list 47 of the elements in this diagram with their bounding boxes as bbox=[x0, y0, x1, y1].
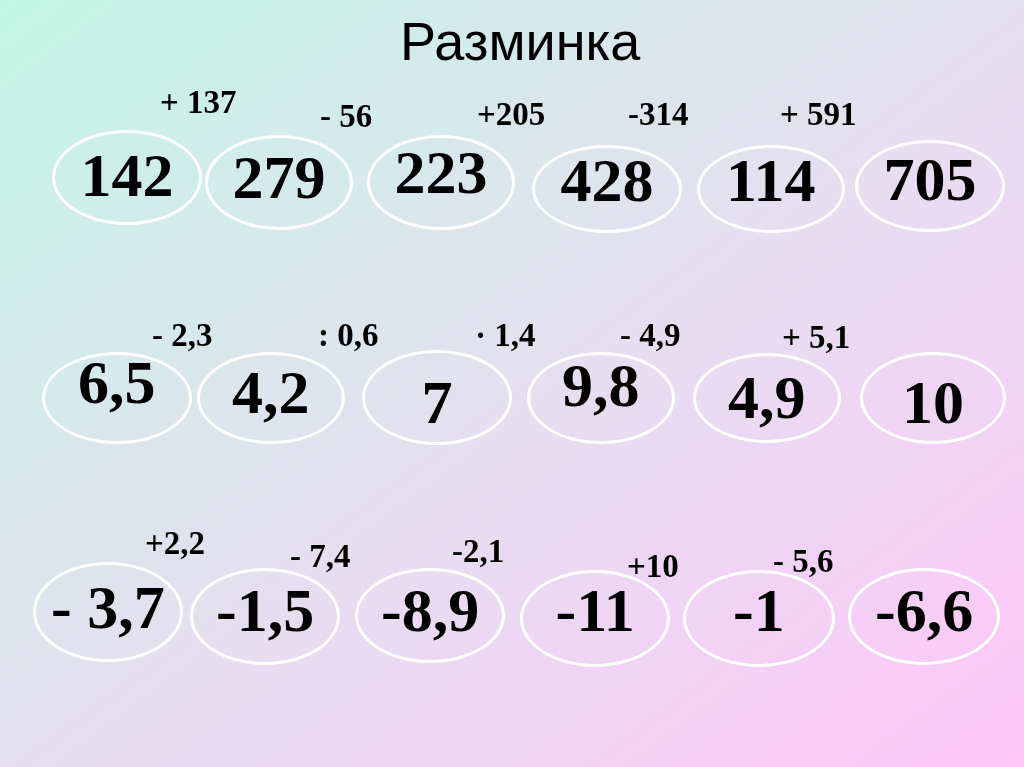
number: -1 bbox=[733, 579, 785, 641]
number: 10 bbox=[902, 371, 964, 433]
number: 4,9 bbox=[728, 366, 806, 428]
number-oval bbox=[860, 352, 1006, 444]
number: 9,8 bbox=[562, 354, 640, 416]
operation-label: - 4,9 bbox=[620, 319, 681, 352]
operation-label: : 0,6 bbox=[318, 319, 379, 352]
number: 114 bbox=[726, 149, 816, 211]
number-oval bbox=[197, 352, 345, 444]
number-oval bbox=[532, 145, 682, 233]
number-oval bbox=[848, 568, 1000, 665]
number: 705 bbox=[883, 148, 977, 210]
number-oval bbox=[355, 568, 505, 663]
operation-label: +205 bbox=[477, 98, 546, 131]
number-oval bbox=[33, 562, 183, 662]
number-oval bbox=[855, 140, 1005, 232]
operation-label: - 7,4 bbox=[290, 540, 351, 573]
number: -1,5 bbox=[216, 579, 315, 641]
number-oval bbox=[205, 135, 353, 230]
number: 6,5 bbox=[78, 351, 156, 413]
operation-label: · 1,4 bbox=[475, 319, 536, 352]
operation-label: -314 bbox=[628, 98, 689, 131]
number: -8,9 bbox=[381, 579, 480, 641]
number-oval bbox=[693, 353, 841, 443]
operation-label: - 5,6 bbox=[773, 545, 834, 578]
number-oval bbox=[42, 352, 192, 444]
number: -6,6 bbox=[875, 579, 974, 641]
operation-label: + 5,1 bbox=[782, 321, 851, 354]
number: 223 bbox=[394, 141, 488, 203]
number-oval bbox=[527, 352, 675, 444]
number: 7 bbox=[421, 371, 453, 433]
operation-label: - 56 bbox=[320, 100, 373, 133]
number-oval bbox=[697, 145, 845, 233]
number-oval bbox=[362, 350, 512, 445]
number: 142 bbox=[80, 144, 174, 206]
number-oval bbox=[367, 135, 515, 230]
operation-label: -2,1 bbox=[452, 535, 505, 568]
number-oval bbox=[52, 130, 202, 225]
number: 4,2 bbox=[232, 361, 310, 423]
operation-label: + 137 bbox=[160, 86, 237, 119]
number: 428 bbox=[560, 149, 654, 211]
number: 279 bbox=[232, 146, 326, 208]
title: Разминка bbox=[400, 14, 641, 68]
number: - 3,7 bbox=[51, 576, 165, 638]
operation-label: +2,2 bbox=[145, 527, 206, 560]
operation-label: + 591 bbox=[780, 98, 857, 131]
operation-label: - 2,3 bbox=[152, 319, 213, 352]
